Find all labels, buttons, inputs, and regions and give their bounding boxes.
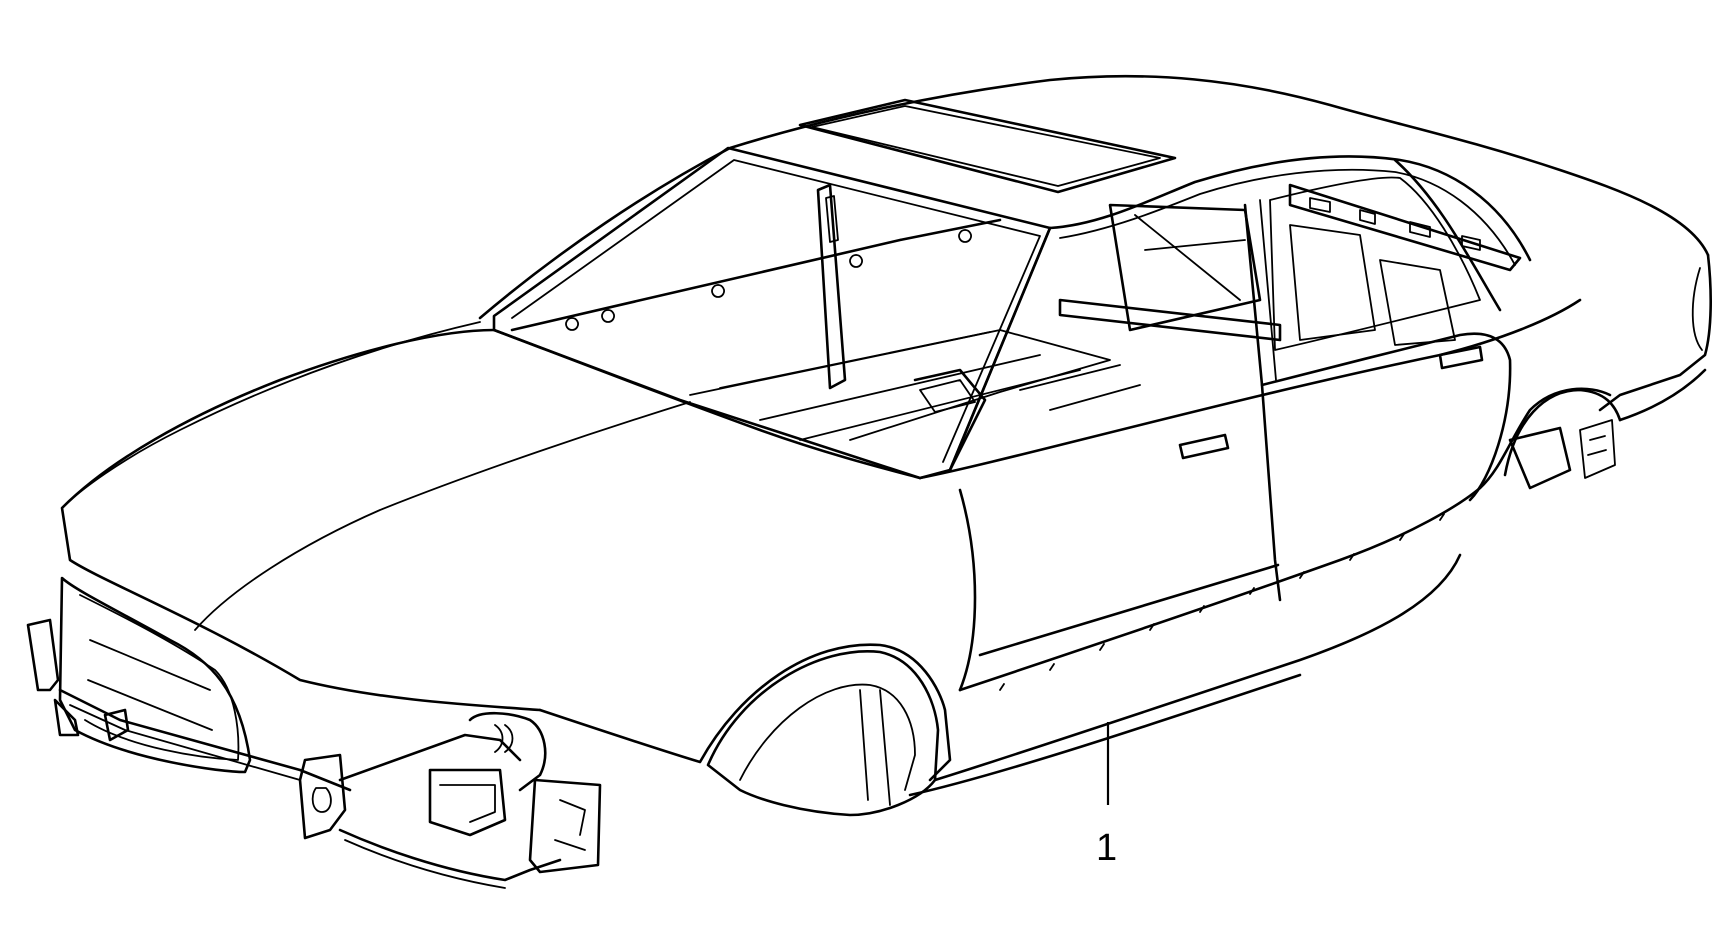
- suspension-tower-spring: [494, 724, 514, 753]
- front-fender: [538, 643, 952, 782]
- front-crossmember-lower: [338, 828, 562, 882]
- rear-lower-edge: [1618, 368, 1707, 422]
- front-door-handle: [1178, 433, 1230, 460]
- windshield-inner: [511, 159, 1041, 463]
- front-grille-frame: [58, 576, 252, 774]
- front-engine-mount-inner: [439, 784, 496, 823]
- grille-slat-1: [89, 639, 211, 691]
- front-door-lower: [978, 563, 1280, 657]
- rear-inner-panel: [1289, 224, 1376, 341]
- front-apron: [528, 778, 602, 874]
- front-lower-beam: [58, 688, 352, 792]
- a-pillar: [948, 226, 1052, 472]
- roof-outline: [478, 74, 1710, 320]
- suspension-tower: [468, 711, 547, 792]
- sill-clips: [999, 513, 1445, 691]
- rear-tail: [1598, 253, 1712, 412]
- hood-crease: [61, 321, 481, 509]
- tunnel: [913, 368, 987, 472]
- front-grille-inner: [79, 594, 240, 761]
- sunroof-inner: [811, 105, 1161, 187]
- rear-tail-inner: [1691, 267, 1703, 351]
- dash-holes: [565, 229, 972, 331]
- rear-parcel-holes: [1309, 197, 1481, 251]
- front-wheel-arch-outer: [706, 649, 940, 817]
- sill-lower: [933, 553, 1462, 782]
- front-wheel-arch-ribs: [859, 689, 891, 806]
- rear-parcel-shelf: [1288, 183, 1522, 272]
- rear-bulkhead: [1108, 203, 1262, 332]
- c-pillar: [1393, 158, 1502, 312]
- tunnel-box: [919, 379, 976, 413]
- inner-b-pillar: [816, 183, 847, 390]
- sill-bottom: [908, 673, 1302, 797]
- front-lower-beam-inner: [69, 704, 301, 781]
- front-wheel-arch-inner: [739, 683, 916, 791]
- front-left-bracket: [53, 698, 80, 737]
- hood-outline: [60, 328, 542, 712]
- front-engine-mount: [428, 768, 507, 837]
- rear-wheel-house: [1508, 426, 1572, 490]
- hood-center-line: [194, 401, 691, 631]
- inner-b-pillar-slot: [825, 195, 839, 243]
- sunroof: [798, 98, 1177, 194]
- callout-1: 1: [1096, 722, 1117, 869]
- front-crossmember-lower-2: [344, 839, 506, 889]
- b-pillar-inner: [1259, 199, 1277, 381]
- rear-door-window: [1269, 176, 1481, 351]
- front-crossmember: [338, 733, 522, 782]
- sill-upper: [958, 486, 1482, 692]
- rear-wheel-arch: [1503, 388, 1622, 477]
- grille-slat-2: [87, 679, 213, 731]
- front-apron-detail: [554, 799, 586, 851]
- floor-ribs: [719, 331, 1141, 441]
- roof-side-edge: [1048, 155, 1532, 262]
- front-right-strut: [298, 753, 347, 840]
- rear-inner-panel-2: [1379, 259, 1456, 346]
- front-door-front-edge: [958, 488, 977, 692]
- rear-door-handle: [1438, 345, 1484, 370]
- rear-door-outline: [1260, 332, 1512, 502]
- hood-rear-edge: [492, 328, 922, 480]
- rear-wheel-house-detail: [1579, 419, 1616, 479]
- rear-bulkhead-brace: [1134, 214, 1246, 301]
- front-left-support: [26, 618, 60, 692]
- rear-quarter-lower: [1478, 387, 1612, 490]
- callout-label: 1: [1096, 827, 1117, 869]
- b-pillar: [1243, 203, 1282, 602]
- seat-crossmember: [1058, 298, 1282, 342]
- front-lower-bracket-2: [103, 708, 130, 742]
- car-body-shell: [26, 74, 1712, 889]
- front-right-strut-hole: [311, 787, 332, 813]
- body-side-upper: [918, 298, 1582, 480]
